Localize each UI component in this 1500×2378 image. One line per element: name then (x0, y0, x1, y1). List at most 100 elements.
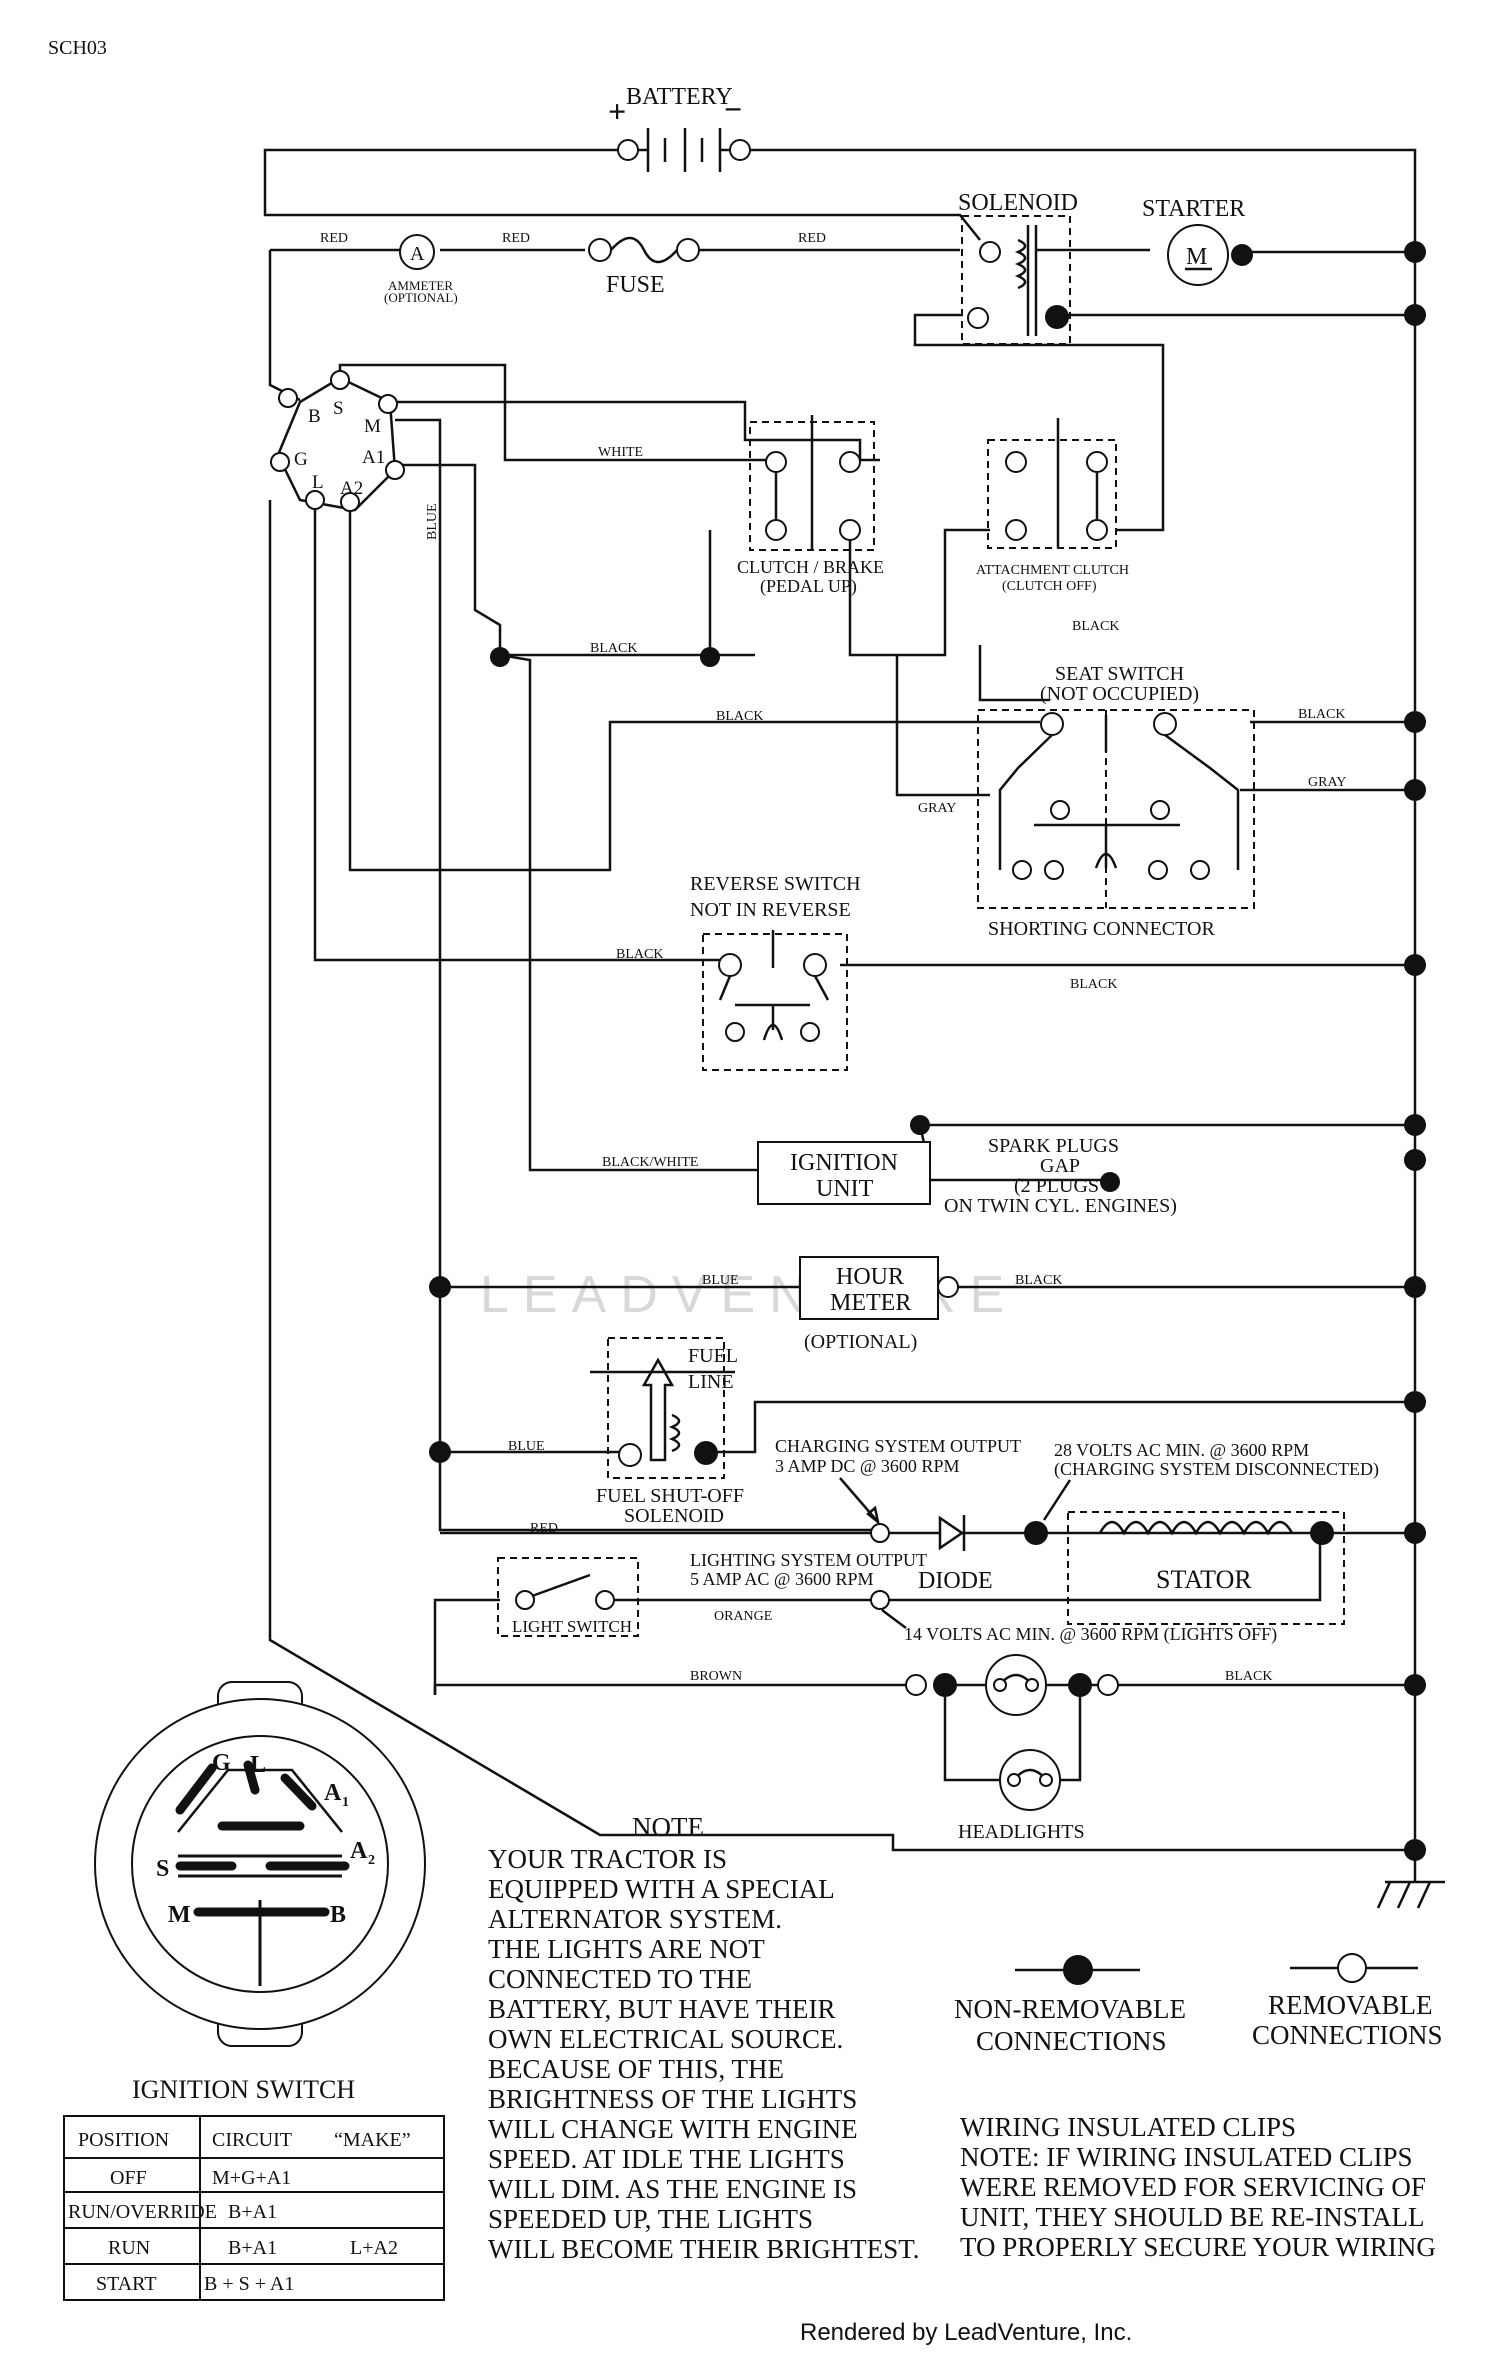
solenoid: SOLENOID (958, 190, 1078, 345)
table-row-run-position: RUN (108, 2237, 150, 2259)
ac-min-label-2: (CHARGING SYSTEM DISCONNECTED) (1054, 1459, 1379, 1480)
lighting-output-label-2: 5 AMP AC @ 3600 RPM (690, 1569, 873, 1589)
terminal-S: S (333, 398, 344, 419)
wire-black-7: BLACK (1015, 1273, 1062, 1288)
battery: BATTERY + − (608, 84, 751, 172)
ignition-unit-label-1: IGNITION (790, 1150, 898, 1176)
ammeter: A AMMETER (OPTIONAL) (384, 234, 458, 305)
battery-plus: + (608, 93, 626, 129)
terminal-A2: A2 (340, 478, 363, 499)
wire-black-white: BLACK/WHITE (602, 1155, 698, 1170)
reverse-switch-sub: NOT IN REVERSE (690, 899, 851, 921)
note-line-9: BRIGHTNESS OF THE LIGHTS (488, 2084, 857, 2114)
seat-switch-label: SEAT SWITCH (1055, 663, 1184, 685)
clutch-brake-sub: (PEDAL UP) (760, 576, 857, 597)
fuel-line-label-1: FUEL (688, 1345, 738, 1367)
table-header-make: “MAKE” (334, 2129, 411, 2151)
wiring-clips-note: WIRING INSULATED CLIPS NOTE: IF WIRING I… (960, 2112, 1436, 2262)
table-row-off-circuit: M+G+A1 (212, 2167, 291, 2189)
legend-non-removable-2: CONNECTIONS (976, 2026, 1167, 2056)
table-row-off-position: OFF (110, 2167, 147, 2189)
table-header-circuit: CIRCUIT (212, 2129, 292, 2151)
clips-note-line-1: WIRING INSULATED CLIPS (960, 2112, 1296, 2142)
wire-red-2: RED (502, 231, 530, 246)
spark-plugs-label-3: (2 PLUGS (1014, 1175, 1099, 1197)
wire-orange: ORANGE (714, 1609, 772, 1624)
clips-note-line-3: WERE REMOVED FOR SERVICING OF (960, 2172, 1426, 2202)
light-switch-label: LIGHT SWITCH (512, 1617, 632, 1636)
removable-connection-symbol (1337, 1953, 1367, 1983)
terminal-L: L (312, 472, 324, 493)
face-label-A1: A (324, 1780, 342, 1806)
legend-non-removable-1: NON-REMOVABLE (954, 1994, 1186, 2024)
solenoid-label: SOLENOID (958, 190, 1078, 216)
ammeter-label: AMMETER (388, 278, 453, 293)
shorting-connector-label: SHORTING CONNECTOR (988, 918, 1215, 940)
ignition-unit: IGNITION UNIT (757, 1141, 931, 1205)
headlights-label: HEADLIGHTS (958, 1821, 1085, 1843)
footer-rendered-by: Rendered by LeadVenture, Inc. (800, 2319, 1132, 2346)
note-line-8: BECAUSE OF THIS, THE (488, 2054, 784, 2084)
table-row-run-make: L+A2 (350, 2237, 398, 2259)
wire-labels: RED RED RED WHITE BLUE BLACK BLACK BLACK… (320, 231, 1346, 1684)
wire-black-8: BLACK (1225, 1669, 1272, 1684)
face-label-A2: A (350, 1838, 368, 1864)
seat-switch: SEAT SWITCH (NOT OCCUPIED) SHORTING CONN… (977, 663, 1255, 940)
legend-removable-1: REMOVABLE (1268, 1990, 1433, 2020)
wire-black-2: BLACK (1072, 619, 1119, 634)
terminal-A1: A1 (362, 447, 385, 468)
wire-black-4: BLACK (1298, 707, 1345, 722)
spark-plugs-label-4: ON TWIN CYL. ENGINES) (944, 1195, 1177, 1217)
charging-output-label-2: 3 AMP DC @ 3600 RPM (775, 1456, 959, 1476)
table-row-runoverride-position: RUN/OVERRIDE (68, 2201, 217, 2223)
diode-label: DIODE (918, 1568, 993, 1594)
fuel-solenoid-label-1: FUEL SHUT-OFF (596, 1485, 744, 1507)
face-label-L: L (250, 1752, 266, 1778)
note-line-6: BATTERY, BUT HAVE THEIR (488, 1994, 836, 2024)
wire-black-3: BLACK (716, 709, 763, 724)
table-header-position: POSITION (78, 2129, 169, 2151)
terminal-B: B (308, 406, 321, 427)
spark-plugs-label-1: SPARK PLUGS (988, 1135, 1119, 1157)
table-row-run-circuit: B+A1 (228, 2237, 277, 2259)
note-line-11: SPEED. AT IDLE THE LIGHTS (488, 2144, 845, 2174)
wire-red-1: RED (320, 231, 348, 246)
wire-gray-2: GRAY (1308, 775, 1346, 790)
table-row-start-circuit: B + S + A1 (204, 2273, 294, 2295)
ignition-switch-table: POSITION CIRCUIT “MAKE” OFF M+G+A1 RUN/O… (63, 2115, 445, 2301)
ground-symbol (1376, 1860, 1445, 1909)
spark-plugs-label-2: GAP (1040, 1155, 1080, 1177)
attachment-clutch-switch: ATTACHMENT CLUTCH (CLUTCH OFF) (976, 418, 1129, 594)
charging-system: CHARGING SYSTEM OUTPUT 3 AMP DC @ 3600 R… (775, 1436, 1379, 1625)
ignition-unit-label-2: UNIT (816, 1176, 874, 1202)
starter-symbol: M (1186, 244, 1207, 270)
hour-meter-optional: (OPTIONAL) (804, 1331, 917, 1353)
fuel-solenoid-label-2: SOLENOID (624, 1505, 724, 1527)
note-line-14: WILL BECOME THEIR BRIGHTEST. (488, 2234, 919, 2264)
legend-removable-2: CONNECTIONS (1252, 2020, 1443, 2050)
wire-black-1: BLACK (590, 641, 637, 656)
wire-red-3: RED (798, 231, 826, 246)
terminal-M: M (364, 416, 381, 437)
connection-legend: NON-REMOVABLE CONNECTIONS REMOVABLE CONN… (954, 1953, 1443, 2056)
wire-red-4: RED (530, 1521, 558, 1536)
starter: STARTER M (1142, 196, 1253, 286)
hour-meter-label-2: METER (830, 1290, 911, 1316)
ignition-switch-title: IGNITION SWITCH (132, 2075, 355, 2104)
ignition-switch-face: G L A 1 A 2 S M B (94, 1681, 426, 2047)
lighting-output-label-1: LIGHTING SYSTEM OUTPUT (690, 1550, 927, 1570)
table-row-start-position: START (96, 2273, 157, 2295)
table-row-runoverride-circuit: B+A1 (228, 2201, 277, 2223)
clutch-brake-label: CLUTCH / BRAKE (737, 557, 884, 577)
ammeter-symbol: A (410, 243, 425, 265)
seat-switch-sub: (NOT OCCUPIED) (1040, 683, 1199, 705)
ammeter-optional: (OPTIONAL) (384, 290, 458, 305)
note-line-10: WILL CHANGE WITH ENGINE (488, 2114, 858, 2144)
wire-blue-3: BLUE (508, 1439, 545, 1454)
spark-plugs: SPARK PLUGS GAP (2 PLUGS ON TWIN CYL. EN… (944, 1135, 1177, 1217)
stator-label: STATOR (1156, 1565, 1252, 1594)
face-label-B: B (330, 1902, 346, 1928)
attachment-clutch-sub: (CLUTCH OFF) (1002, 579, 1097, 594)
note-line-3: ALTERNATOR SYSTEM. (488, 1904, 782, 1934)
hour-meter-label-1: HOUR (836, 1264, 904, 1290)
